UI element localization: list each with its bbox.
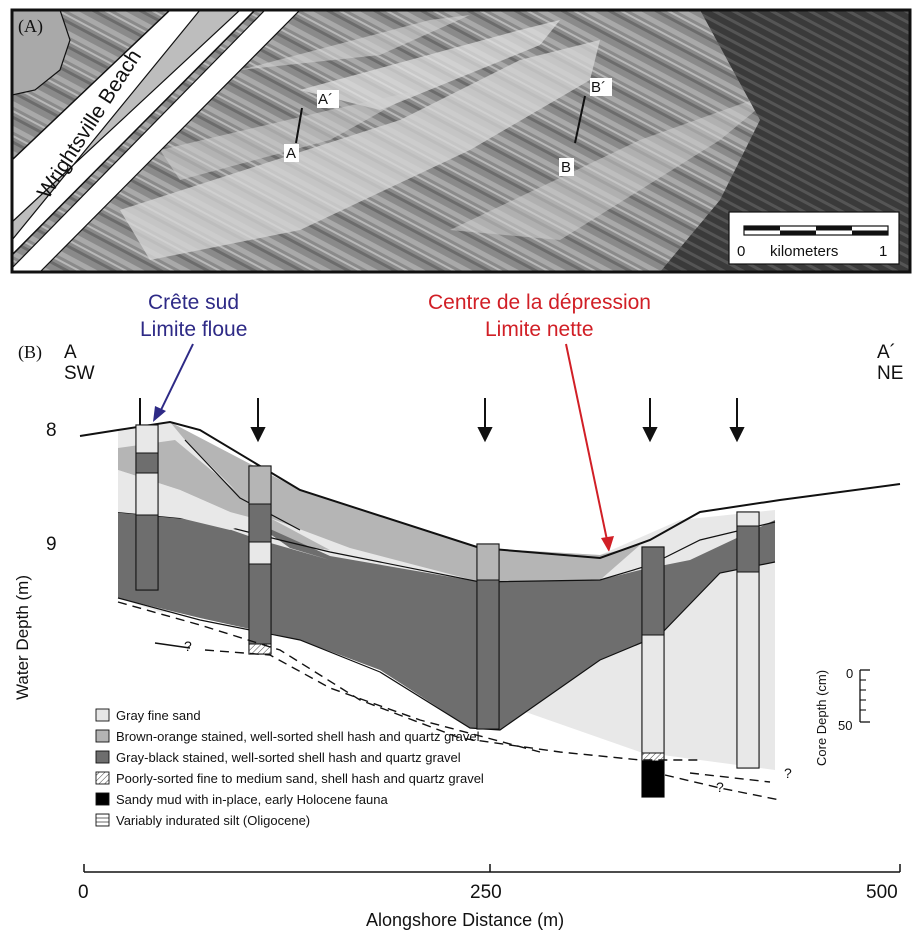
right-end-letter: A´ xyxy=(877,342,896,363)
y-axis-label: Water Depth (m) xyxy=(13,575,32,700)
profile-line-a xyxy=(295,107,303,144)
annotation-red-line2: Limite nette xyxy=(485,318,594,341)
legend-label-4: Poorly-sorted fine to medium sand, shell… xyxy=(116,771,484,786)
left-end-direction: SW xyxy=(64,363,95,384)
legend-swatch-4 xyxy=(95,771,110,785)
marker-b-prime: B´ xyxy=(590,78,612,96)
annotation-red-line1: Centre de la dépression xyxy=(428,291,651,314)
y-tick-9: 9 xyxy=(46,534,57,555)
left-end-letter: A xyxy=(64,342,77,363)
panel-b-tag: (B) xyxy=(18,342,42,363)
unknown-mark-3: ? xyxy=(784,765,792,781)
legend-label-1: Gray fine sand xyxy=(116,708,201,723)
marker-b: B xyxy=(559,158,574,176)
annotation-red-arrow xyxy=(565,343,608,541)
marker-a: A xyxy=(284,144,299,162)
panel-a-tag: (A) xyxy=(18,16,43,37)
annotation-blue-line1: Crête sud xyxy=(148,291,239,314)
legend-swatch-1 xyxy=(95,708,110,722)
y-tick-8: 8 xyxy=(46,420,57,441)
scale-max: 1 xyxy=(879,243,887,260)
legend-label-5: Sandy mud with in-place, early Holocene … xyxy=(116,792,388,807)
marker-b-prime-label: B´ xyxy=(591,79,606,96)
scale-zero: 0 xyxy=(737,243,745,260)
marker-b-label: B xyxy=(561,159,571,176)
annotation-blue-arrowhead xyxy=(153,406,166,422)
core-depth-label: Core Depth (cm) xyxy=(814,670,829,766)
core-depth-tick-50: 50 xyxy=(838,718,852,733)
unknown-mark-1: ? xyxy=(184,638,192,654)
sidescan-map xyxy=(12,10,910,272)
marker-a-label: A xyxy=(286,145,296,162)
legend-swatch-3 xyxy=(95,750,110,764)
legend-label-3: Gray-black stained, well-sorted shell ha… xyxy=(116,750,461,765)
legend-swatch-6 xyxy=(95,813,110,827)
legend-label-2: Brown-orange stained, well-sorted shell … xyxy=(116,729,480,744)
unknown-mark-2: ? xyxy=(716,779,724,795)
core-depth-tick-0: 0 xyxy=(846,666,853,681)
x-tick-0: 0 xyxy=(78,882,89,903)
marker-a-prime-label: A´ xyxy=(318,91,333,108)
marker-a-prime: A´ xyxy=(317,90,339,108)
legend-swatch-5 xyxy=(95,792,110,806)
annotation-blue-line2: Limite floue xyxy=(140,318,247,341)
x-axis-label: Alongshore Distance (m) xyxy=(366,910,564,930)
profile-line-b xyxy=(574,95,586,144)
legend-label-6: Variably indurated silt (Oligocene) xyxy=(116,813,310,828)
x-tick-500: 500 xyxy=(866,882,898,903)
scale-unit: kilometers xyxy=(770,243,838,260)
map-frame xyxy=(10,8,912,274)
x-tick-250: 250 xyxy=(470,882,502,903)
x-axis: 0 250 500 Alongshore Distance (m) xyxy=(78,864,901,930)
annotation-blue-arrow xyxy=(159,343,194,413)
legend-swatch-2 xyxy=(95,729,110,743)
right-end-direction: NE xyxy=(877,363,903,384)
cross-section xyxy=(79,420,901,801)
annotation-red-arrowhead xyxy=(601,536,614,552)
scale-bar: 0 kilometers 1 xyxy=(728,211,900,265)
y-axis: 8 9 Water Depth (m) xyxy=(13,420,57,700)
core-location-arrows xyxy=(132,398,745,443)
core-depth-scale: Core Depth (cm) 0 50 xyxy=(814,666,870,766)
